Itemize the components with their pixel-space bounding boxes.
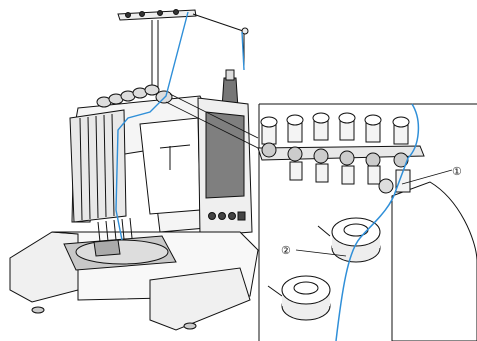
callout-2-label: ② xyxy=(281,245,291,257)
callout-1-label: ① xyxy=(452,166,462,178)
detail-inset: ① ② xyxy=(258,104,477,341)
embroidery-machine xyxy=(10,10,258,331)
top-cover xyxy=(392,182,477,341)
callout-1: ① xyxy=(402,166,462,184)
lcd-panel xyxy=(198,98,252,236)
thread-tension-knobs xyxy=(268,218,380,320)
